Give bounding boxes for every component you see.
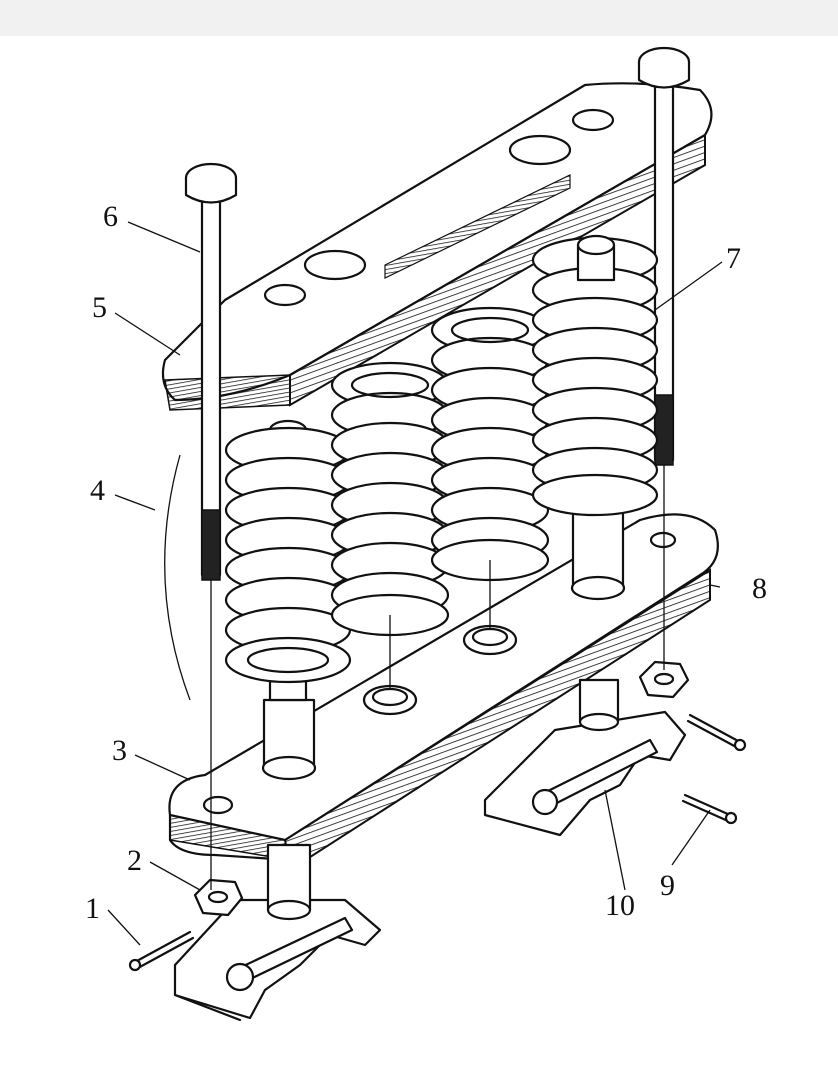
left-split-pin (128, 930, 195, 972)
callout-6: 6 (103, 200, 118, 233)
left-support-stem (261, 698, 317, 921)
left-pin (225, 916, 354, 992)
callout-2: 2 (127, 844, 142, 877)
leader-lines (107, 221, 723, 946)
callout-4-bracket (164, 454, 191, 701)
right-hex-nut (638, 660, 690, 699)
callout-7: 7 (726, 242, 741, 275)
callout-10: 10 (605, 889, 635, 922)
right-split-pin-lower (681, 793, 738, 825)
right-split-pin-upper (686, 713, 747, 752)
callout-1: 1 (85, 892, 100, 925)
lower-spring-seats (362, 624, 518, 716)
spring-4 (531, 234, 659, 517)
callout-5: 5 (92, 291, 107, 324)
spring-3 (430, 306, 550, 582)
callout-labels: 1 2 3 4 5 6 7 8 9 10 (85, 200, 767, 925)
callout-8: 8 (752, 572, 767, 605)
center-lines (210, 465, 665, 890)
callout-3: 3 (112, 734, 127, 767)
left-bolt (184, 162, 238, 581)
spring-2 (330, 361, 450, 637)
left-hex-nut (193, 878, 244, 917)
top-strip (0, 0, 838, 36)
right-bolt (637, 46, 691, 466)
right-pin (531, 738, 659, 816)
spring-1 (224, 419, 352, 702)
callout-4: 4 (90, 474, 105, 507)
callout-9: 9 (660, 869, 675, 902)
right-support-stem (570, 508, 626, 732)
